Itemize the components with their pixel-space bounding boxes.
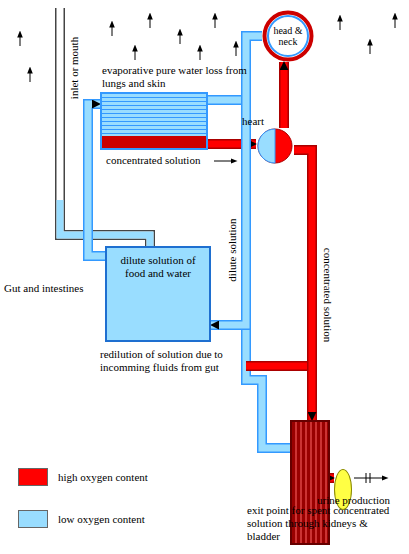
node-label: urine production <box>317 494 390 507</box>
head-neck-ring <box>265 13 312 60</box>
blue-pipe <box>206 95 246 105</box>
heart-left-side <box>258 129 275 163</box>
pipe-wall <box>294 150 312 420</box>
label-holder: urine production <box>317 494 390 507</box>
pipe-wall <box>211 36 262 325</box>
blue-pipe-core <box>246 325 291 448</box>
legend-text: low oxygen content <box>58 513 145 526</box>
lungs-tank: evaporative pure water loss from lungs a… <box>100 92 208 150</box>
evaporation-arrow <box>20 34 21 46</box>
label-holder: evaporative pure water loss from lungs a… <box>102 64 247 94</box>
concentrated-layer <box>102 136 206 148</box>
gut-tank: dilute solution of food and water <box>105 246 211 342</box>
heart-body <box>258 129 292 163</box>
label-holder: low oxygen content <box>58 513 145 526</box>
heart-outline <box>256 128 294 164</box>
pipe-connector <box>211 36 262 325</box>
legend-swatch <box>18 510 48 528</box>
head-neck-circle: head & neck <box>262 10 314 62</box>
organ-label: Gut and intestines <box>4 282 83 295</box>
flow-arrow <box>214 161 234 162</box>
evaporation-arrow <box>150 16 151 28</box>
inlet-pipe-fluid <box>60 200 150 247</box>
pipe-core <box>294 150 312 420</box>
valve-mark <box>370 473 371 483</box>
inlet-label: inlet or mouth <box>68 37 81 99</box>
head-neck-inner-ring <box>268 16 308 56</box>
pipe-wall <box>279 62 289 128</box>
legend-swatch <box>18 468 48 486</box>
evaporation-arrow <box>370 42 371 54</box>
evaporation-arrow <box>215 16 216 28</box>
pipe-connector <box>294 150 312 420</box>
node-label: evaporative pure water loss from lungs a… <box>102 64 247 90</box>
evaporation-arrow <box>135 48 136 60</box>
red-pipe <box>246 361 312 371</box>
label-holder: exit point for spent concentrated soluti… <box>247 504 397 543</box>
heart-shape: heart <box>256 128 294 164</box>
flow-label: dilute solution <box>226 218 239 281</box>
label-holder: redilution of solution due to incomming … <box>100 348 230 374</box>
valve-mark <box>366 473 367 483</box>
evaporation-arrow <box>30 70 31 82</box>
flow-label: concentrated solution <box>321 248 334 342</box>
bladder-circle: urine production <box>334 469 352 510</box>
blue-pipe <box>246 325 291 448</box>
evaporation-arrow <box>340 18 341 30</box>
node-label: heart <box>242 115 264 128</box>
pipe-connector <box>284 62 285 128</box>
flow-label: concentrated solution <box>106 154 218 167</box>
flow-direction <box>284 62 285 128</box>
evaporation-arrow <box>236 44 237 56</box>
label-holder: Gut and intestines <box>4 282 83 295</box>
blue-pipe-core <box>206 97 246 104</box>
flow-direction <box>294 150 312 420</box>
pipe-core <box>211 36 262 325</box>
evaporation-arrow <box>112 24 113 36</box>
note-label: redilution of solution due to incomming … <box>100 348 230 374</box>
red-pipe-core <box>246 363 312 370</box>
evaporation-arrow <box>180 32 181 44</box>
evaporation-arrow <box>200 48 201 60</box>
label-holder: high oxygen content <box>58 471 148 484</box>
label-holder: concentrated solution <box>106 154 218 167</box>
legend-text: high oxygen content <box>58 471 148 484</box>
pipe-core <box>281 62 288 128</box>
node-label: exit point for spent concentrated soluti… <box>247 504 397 543</box>
flow-direction <box>211 36 262 325</box>
kidney-filter: exit point for spent concentrated soluti… <box>290 420 330 545</box>
node-label: head & neck <box>269 25 307 47</box>
node-label: dilute solution of food and water <box>111 254 205 280</box>
label-holder: heart <box>242 115 264 128</box>
evaporation-arrow <box>395 16 396 28</box>
